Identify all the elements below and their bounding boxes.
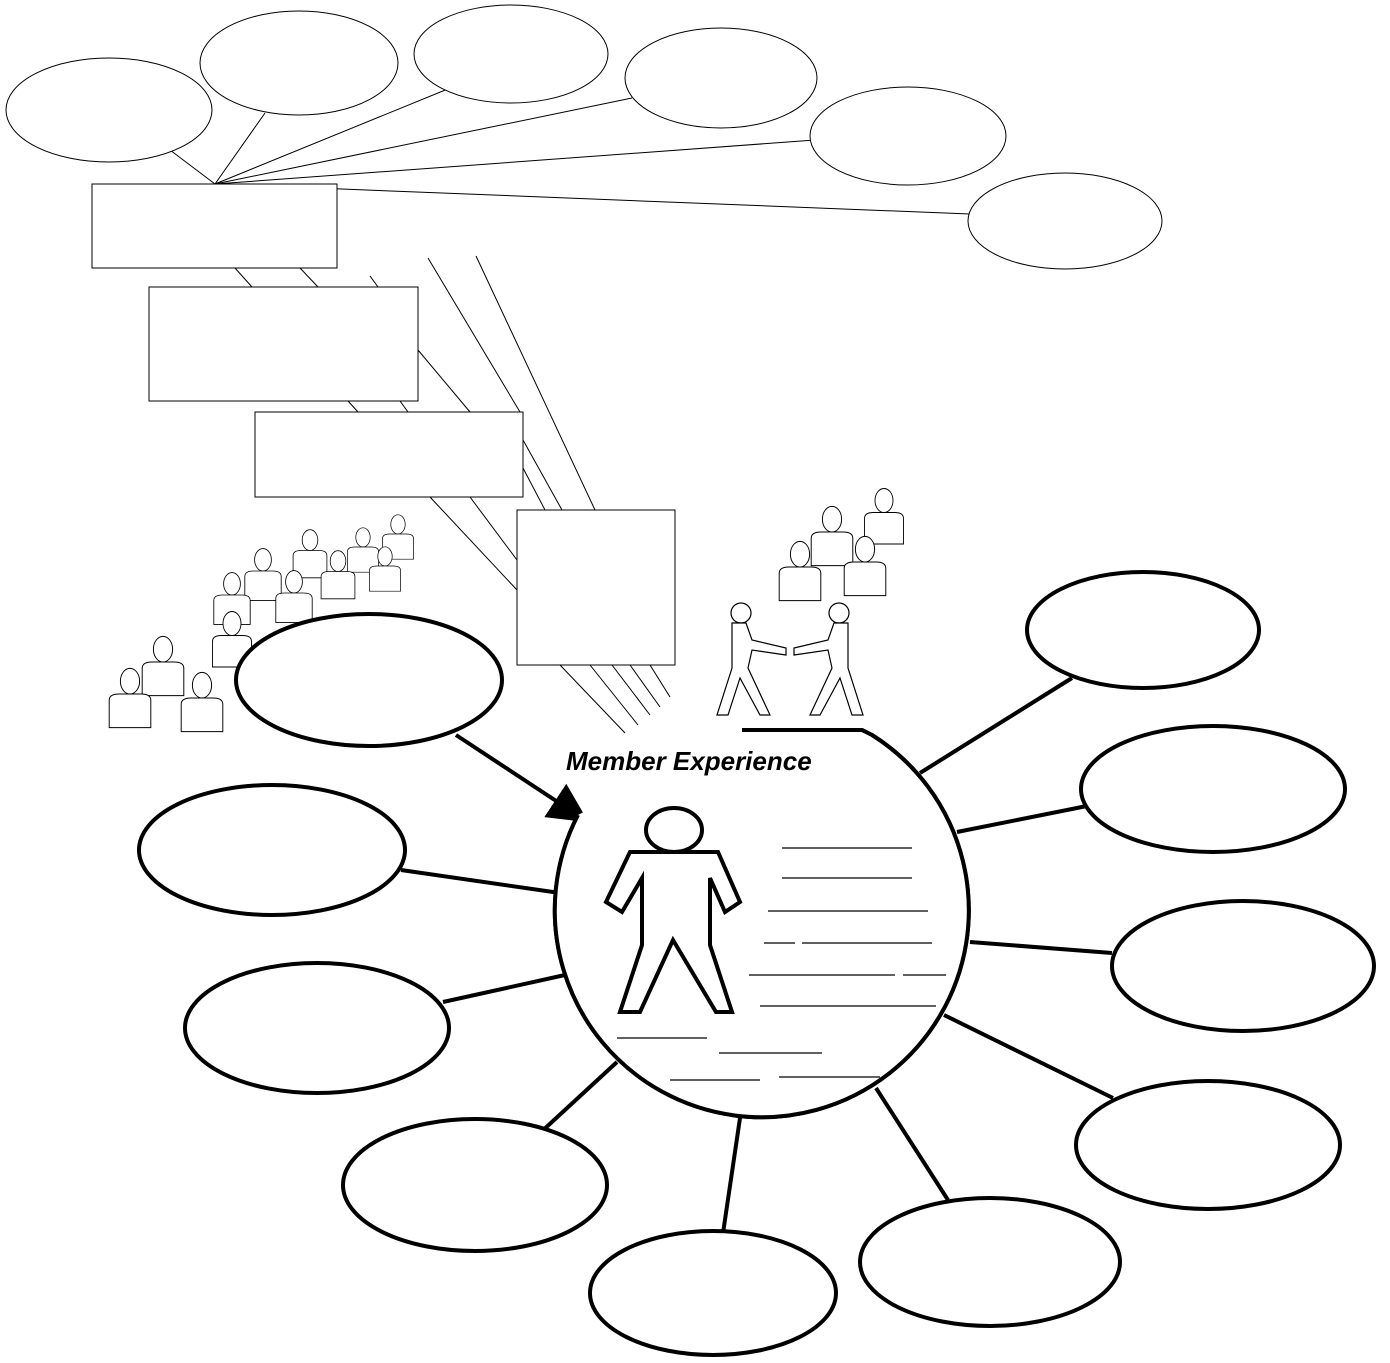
- handshake-icon: [716, 602, 864, 716]
- top-ellipse-6: [967, 172, 1163, 270]
- outer-ellipse-top-right: [1025, 570, 1261, 690]
- outer-ellipse-bottom: [588, 1229, 838, 1357]
- spokes: [400, 676, 1114, 1241]
- outer-ellipse-right-2: [1110, 899, 1376, 1033]
- top-ellipse-4: [624, 27, 818, 129]
- top-ellipse-3: [413, 4, 609, 104]
- outer-ellipses: [137, 570, 1376, 1357]
- outer-ellipse-left-1: [137, 783, 407, 917]
- outer-ellipse-left-2: [183, 961, 451, 1095]
- outer-ellipse-lower-left: [341, 1117, 609, 1253]
- outer-ellipse-upper-left: [234, 612, 504, 748]
- level-2-box: [148, 286, 419, 402]
- member-experience-circle: [552, 728, 971, 1120]
- level-4-box: [516, 509, 676, 666]
- top-ellipse-2: [199, 10, 399, 116]
- note-lines: [617, 847, 946, 1081]
- group-icon: [778, 488, 904, 602]
- top-hierarchy: [5, 4, 1163, 734]
- center-label: Member Experience: [566, 746, 812, 776]
- outer-ellipse-right-1: [1079, 724, 1347, 854]
- level-3-box: [254, 411, 524, 498]
- outer-ellipse-lower-right: [858, 1196, 1122, 1328]
- outer-ellipse-right-3: [1074, 1079, 1342, 1211]
- top-ellipse-1: [5, 57, 213, 163]
- root-box: [91, 183, 338, 269]
- person-icon: [603, 806, 743, 1014]
- top-ellipse-5: [809, 86, 1007, 186]
